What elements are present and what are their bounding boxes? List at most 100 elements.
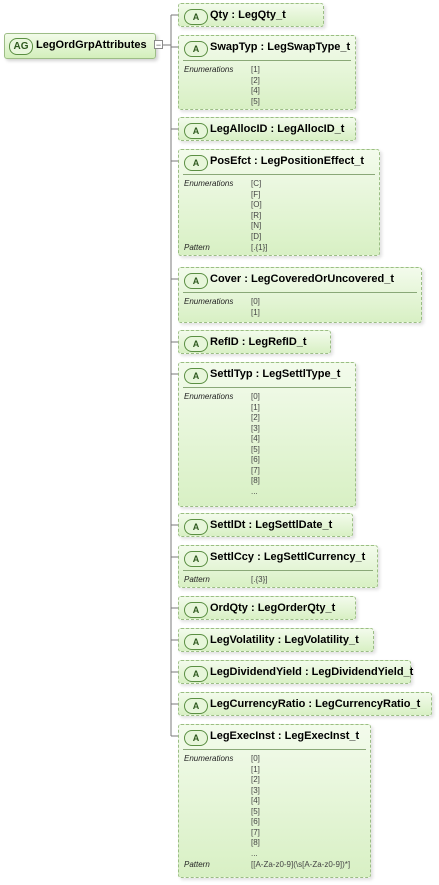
facet-divider xyxy=(183,570,373,571)
attribute-type: LegDividendYield_t xyxy=(311,666,414,678)
enumeration-value: ... xyxy=(251,848,258,858)
pattern-value: [.{3}] xyxy=(251,575,268,584)
enumeration-value: [3] xyxy=(251,423,260,433)
attribute-icon: A xyxy=(184,730,208,746)
type-separator: : xyxy=(241,273,251,285)
collapse-toggle-icon[interactable]: − xyxy=(154,40,163,50)
attribute-name: OrdQty xyxy=(210,602,248,614)
type-separator: : xyxy=(274,634,285,646)
enumerations-label: Enumerations xyxy=(184,179,234,188)
enumeration-value: [5] xyxy=(251,806,260,816)
enumeration-value: [N] xyxy=(251,221,262,230)
enumerations-label: Enumerations xyxy=(184,297,234,306)
enumeration-value: [6] xyxy=(251,455,260,464)
enumeration-value: [4] xyxy=(251,796,260,805)
enumeration-value: [6] xyxy=(251,817,260,826)
enumeration-value: [3] xyxy=(251,785,260,795)
attribute-name: Cover xyxy=(210,273,242,285)
enumeration-value: [7] xyxy=(251,827,260,837)
facet-divider xyxy=(183,292,417,293)
type-separator: : xyxy=(267,123,278,135)
attribute-icon: A xyxy=(184,273,208,289)
enumeration-value: [0] xyxy=(251,754,260,763)
attribute-name: PosEfct xyxy=(210,155,251,167)
attribute-icon: A xyxy=(184,698,208,714)
facet-divider xyxy=(183,60,351,61)
pattern-label: Pattern xyxy=(184,243,210,252)
attribute-name: LegCurrencyRatio xyxy=(210,698,306,710)
attribute-title: LegVolatility : LegVolatility_t xyxy=(210,634,359,646)
enumeration-value: ... xyxy=(251,486,258,496)
enumeration-value: [5] xyxy=(251,444,260,454)
attribute-type: LegPositionEffect_t xyxy=(260,155,365,167)
attribute-icon: A xyxy=(184,123,208,139)
attribute-type: LegSwapType_t xyxy=(267,41,351,53)
facet-divider xyxy=(183,387,351,388)
pattern-value: [[A-Za-z0-9](\s[A-Za-z0-9])*] xyxy=(251,860,351,869)
attribute-title: SettlDt : LegSettlDate_t xyxy=(210,519,332,531)
attribute-title: LegDividendYield : LegDividendYield_t xyxy=(210,666,413,678)
enumeration-value: [O] xyxy=(251,200,262,209)
attribute-name: SettlDt xyxy=(210,519,246,531)
enumerations-label: Enumerations xyxy=(184,65,234,74)
pattern-label: Pattern xyxy=(184,575,210,584)
attribute-title: LegAllocID : LegAllocID_t xyxy=(210,123,344,135)
attribute-title: SettlTyp : LegSettlType_t xyxy=(210,368,340,380)
attribute-group-name: LegOrdGrpAttributes xyxy=(36,39,147,51)
attribute-icon: A xyxy=(184,41,208,57)
type-separator: : xyxy=(274,730,285,742)
type-separator: : xyxy=(250,155,261,167)
enumerations-label: Enumerations xyxy=(184,392,234,401)
attribute-type: LegAllocID_t xyxy=(277,123,345,135)
attribute-group-node[interactable]: AG LegOrdGrpAttributes xyxy=(4,33,156,59)
pattern-value: [.{1}] xyxy=(251,243,268,252)
attribute-icon: A xyxy=(184,155,208,171)
attribute-name: SettlCcy xyxy=(210,551,255,563)
attribute-type: LegCurrencyRatio_t xyxy=(315,698,421,710)
enumeration-value: [1] xyxy=(251,307,260,317)
type-separator: : xyxy=(252,368,263,380)
attribute-icon: A xyxy=(184,519,208,535)
attribute-icon: A xyxy=(184,551,208,567)
enumeration-value: [F] xyxy=(251,189,261,199)
attribute-title: RefID : LegRefID_t xyxy=(210,336,307,348)
attribute-name: SettlTyp xyxy=(210,368,253,380)
attribute-type: LegVolatility_t xyxy=(284,634,359,646)
type-separator: : xyxy=(247,602,258,614)
attribute-type: LegOrderQty_t xyxy=(257,602,336,614)
enumeration-value: [8] xyxy=(251,838,260,847)
attribute-name: LegDividendYield xyxy=(210,666,302,678)
attribute-type: LegCoveredOrUncovered_t xyxy=(250,273,395,285)
enumeration-value: [1] xyxy=(251,65,260,74)
attribute-title: SwapTyp : LegSwapType_t xyxy=(210,41,350,53)
attribute-type: LegQty_t xyxy=(238,9,286,21)
attribute-name: SwapTyp xyxy=(210,41,258,53)
attribute-icon: A xyxy=(184,666,208,682)
enumeration-value: [0] xyxy=(251,392,260,401)
